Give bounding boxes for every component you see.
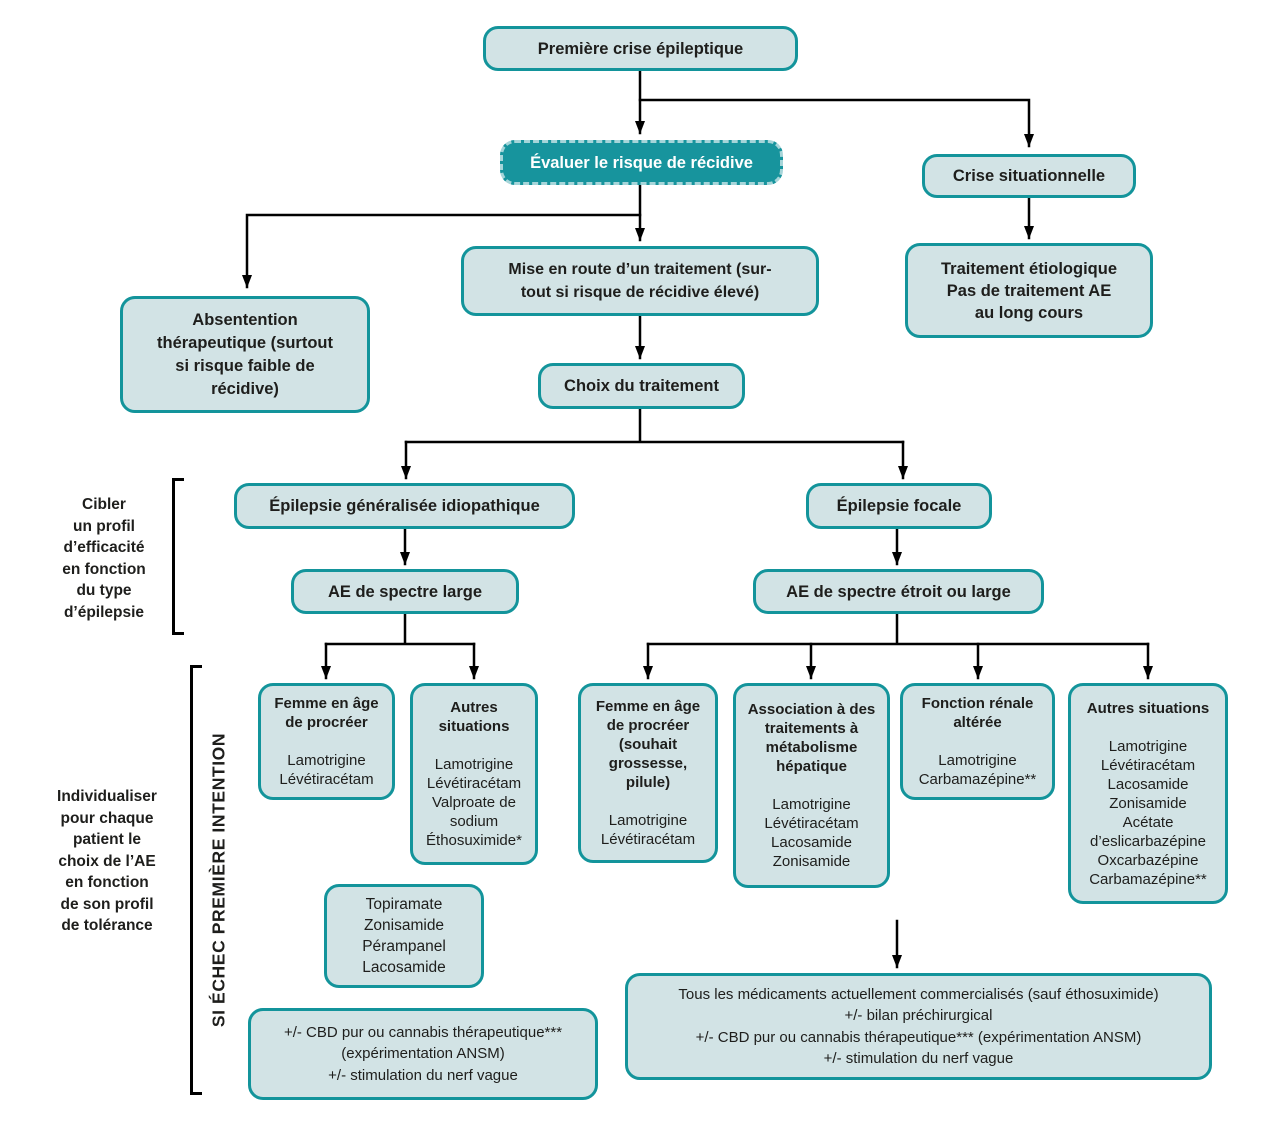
drug-item: Acétate d’eslicarbazépine — [1090, 813, 1206, 850]
vertical-label-si-echec: SI ÉCHEC PREMIÈRE INTENTION — [208, 732, 229, 1028]
node-label: Choix du traitement — [564, 377, 719, 395]
node-echec-focale: Tous les médicaments actuellement commer… — [625, 973, 1212, 1080]
side-label-line: Cibler — [82, 496, 126, 513]
node-association-metabolisme: Association à des traitements à métaboli… — [733, 683, 890, 888]
drug-item: Zonisamide — [1109, 794, 1187, 812]
node-mise-en-route: Mise en route d’un traitement (sur- tout… — [461, 246, 819, 316]
drug-item: Lamotrigine — [434, 756, 514, 773]
node-label: Première crise épileptique — [537, 39, 744, 58]
node-line: +/- CBD pur ou cannabis thérapeutique*** — [283, 1023, 563, 1041]
node-epilepsie-generalisee: Épilepsie généralisée idiopathique — [234, 483, 575, 529]
side-label-efficacite: Cibler un profil d’efficacité en fonctio… — [34, 494, 174, 623]
side-label-line: de son profil — [60, 895, 154, 913]
node-title: Autres situations — [1086, 699, 1210, 717]
node-line: +/- CBD pur ou cannabis thérapeutique***… — [695, 1028, 1142, 1046]
drug-item: Lévétiracétam — [600, 831, 696, 848]
node-abstention-therapeutique: Absentention thérapeutique (surtout si r… — [120, 296, 370, 413]
node-label: Évaluer le risque de récidive — [530, 153, 753, 172]
node-title: Femme en âge de procréer (souhait grosse… — [595, 698, 701, 791]
side-label-line: d’efficacité — [63, 539, 145, 556]
node-evaluer-risque: Évaluer le risque de récidive — [500, 140, 783, 185]
drug-item: Carbamazépine** — [1089, 870, 1207, 888]
side-label-line: patient le — [72, 831, 142, 848]
node-line: Pas de traitement AE — [946, 281, 1112, 300]
drug-item: Pérampanel — [362, 938, 446, 955]
node-line: si risque faible de — [175, 356, 315, 375]
drug-item: Lévétiracétam — [1100, 756, 1196, 774]
node-line: Absentention — [192, 310, 298, 329]
drug-item: Lévétiracétam — [426, 775, 522, 792]
drug-item: Lacosamide — [771, 834, 852, 851]
side-label-line: choix de l’AE — [58, 852, 156, 870]
drug-item: Zonisamide — [363, 917, 445, 934]
node-echec-generalisee: Topiramate Zonisamide Pérampanel Lacosam… — [324, 884, 484, 988]
node-femme-procreer: Femme en âge de procréer Lamotrigine Lév… — [258, 683, 395, 800]
node-line: récidive) — [211, 379, 279, 398]
drug-item: Lévétiracétam — [279, 771, 374, 788]
drug-item: Zonisamide — [772, 853, 851, 870]
node-line: au long cours — [974, 303, 1084, 322]
drug-item: Lamotrigine — [772, 796, 851, 813]
drug-item: Lamotrigine — [1108, 737, 1188, 755]
node-title: Autres situations — [438, 699, 510, 735]
side-label-tolerance: Individualiser pour chaque patient le ch… — [32, 786, 182, 937]
side-label-line: en fonction — [65, 874, 149, 891]
node-line: Tous les médicaments actuellement commer… — [678, 985, 1159, 1003]
node-line: Mise en route d’un traitement (sur- — [508, 261, 772, 278]
drug-item: Oxcarbazépine — [1097, 851, 1199, 869]
drug-item: Carbamazépine** — [918, 771, 1037, 788]
side-label-line: d’épilepsie — [63, 603, 145, 621]
bracket-echec — [190, 665, 202, 1095]
node-epilepsie-focale: Épilepsie focale — [806, 483, 992, 529]
side-label-line: pour chaque — [60, 809, 154, 827]
drug-item: Éthosuximide* — [426, 832, 522, 849]
side-label-line: en fonction — [62, 560, 146, 578]
drug-item: Lacosamide — [1107, 775, 1189, 793]
drug-item: Valproate de sodium — [432, 794, 516, 830]
node-line: +/- bilan préchirurgical — [844, 1007, 993, 1024]
node-fonction-renale: Fonction rénale altérée Lamotrigine Carb… — [900, 683, 1055, 800]
node-label: Crise situationnelle — [952, 167, 1106, 185]
node-title: Fonction rénale altérée — [921, 695, 1034, 731]
node-autres-situations-gauche: Autres situations Lamotrigine Lévétiracé… — [410, 683, 538, 865]
node-ae-spectre-large: AE de spectre large — [291, 569, 519, 614]
node-line: +/- stimulation du nerf vague — [823, 1050, 1014, 1067]
drug-item: Topiramate — [365, 896, 443, 913]
node-line: (expérimentation ANSM) — [341, 1045, 505, 1063]
side-label-line: un profil — [73, 517, 135, 535]
node-crise-situationnelle: Crise situationnelle — [922, 154, 1136, 198]
node-line: thérapeutique (surtout — [157, 333, 333, 352]
side-label-line: du type — [76, 582, 132, 599]
node-title: Association à des traitements à métaboli… — [747, 701, 876, 775]
node-line: Traitement étiologique — [940, 259, 1118, 278]
node-title: Femme en âge de procréer — [274, 695, 379, 731]
drug-item: Lamotrigine — [938, 752, 1017, 769]
node-line: +/- stimulation du nerf vague — [328, 1066, 518, 1084]
node-choix-traitement: Choix du traitement — [538, 363, 745, 409]
node-label: Épilepsie généralisée idiopathique — [269, 497, 540, 515]
node-autres-situations-droite: Autres situations Lamotrigine Lévétiracé… — [1068, 683, 1228, 904]
node-line: tout si risque de récidive élevé) — [520, 284, 760, 301]
node-traitement-etiologique: Traitement étiologique Pas de traitement… — [905, 243, 1153, 338]
drug-item: Lamotrigine — [287, 752, 366, 769]
node-premiere-crise: Première crise épileptique — [483, 26, 798, 71]
node-femme-procreer-focale: Femme en âge de procréer (souhait grosse… — [578, 683, 718, 863]
drug-item: Lévétiracétam — [764, 815, 859, 832]
drug-item: Lamotrigine — [608, 812, 688, 829]
drug-item: Lacosamide — [362, 959, 446, 976]
node-label: AE de spectre étroit ou large — [786, 582, 1011, 601]
node-cbd-gauche: +/- CBD pur ou cannabis thérapeutique***… — [248, 1008, 598, 1100]
node-label: AE de spectre large — [327, 582, 483, 601]
side-label-line: Individualiser — [57, 788, 157, 805]
node-ae-spectre-etroit: AE de spectre étroit ou large — [753, 569, 1044, 614]
node-label: Épilepsie focale — [836, 497, 962, 515]
side-label-line: de tolérance — [61, 917, 153, 934]
bracket-efficacite — [172, 478, 184, 635]
